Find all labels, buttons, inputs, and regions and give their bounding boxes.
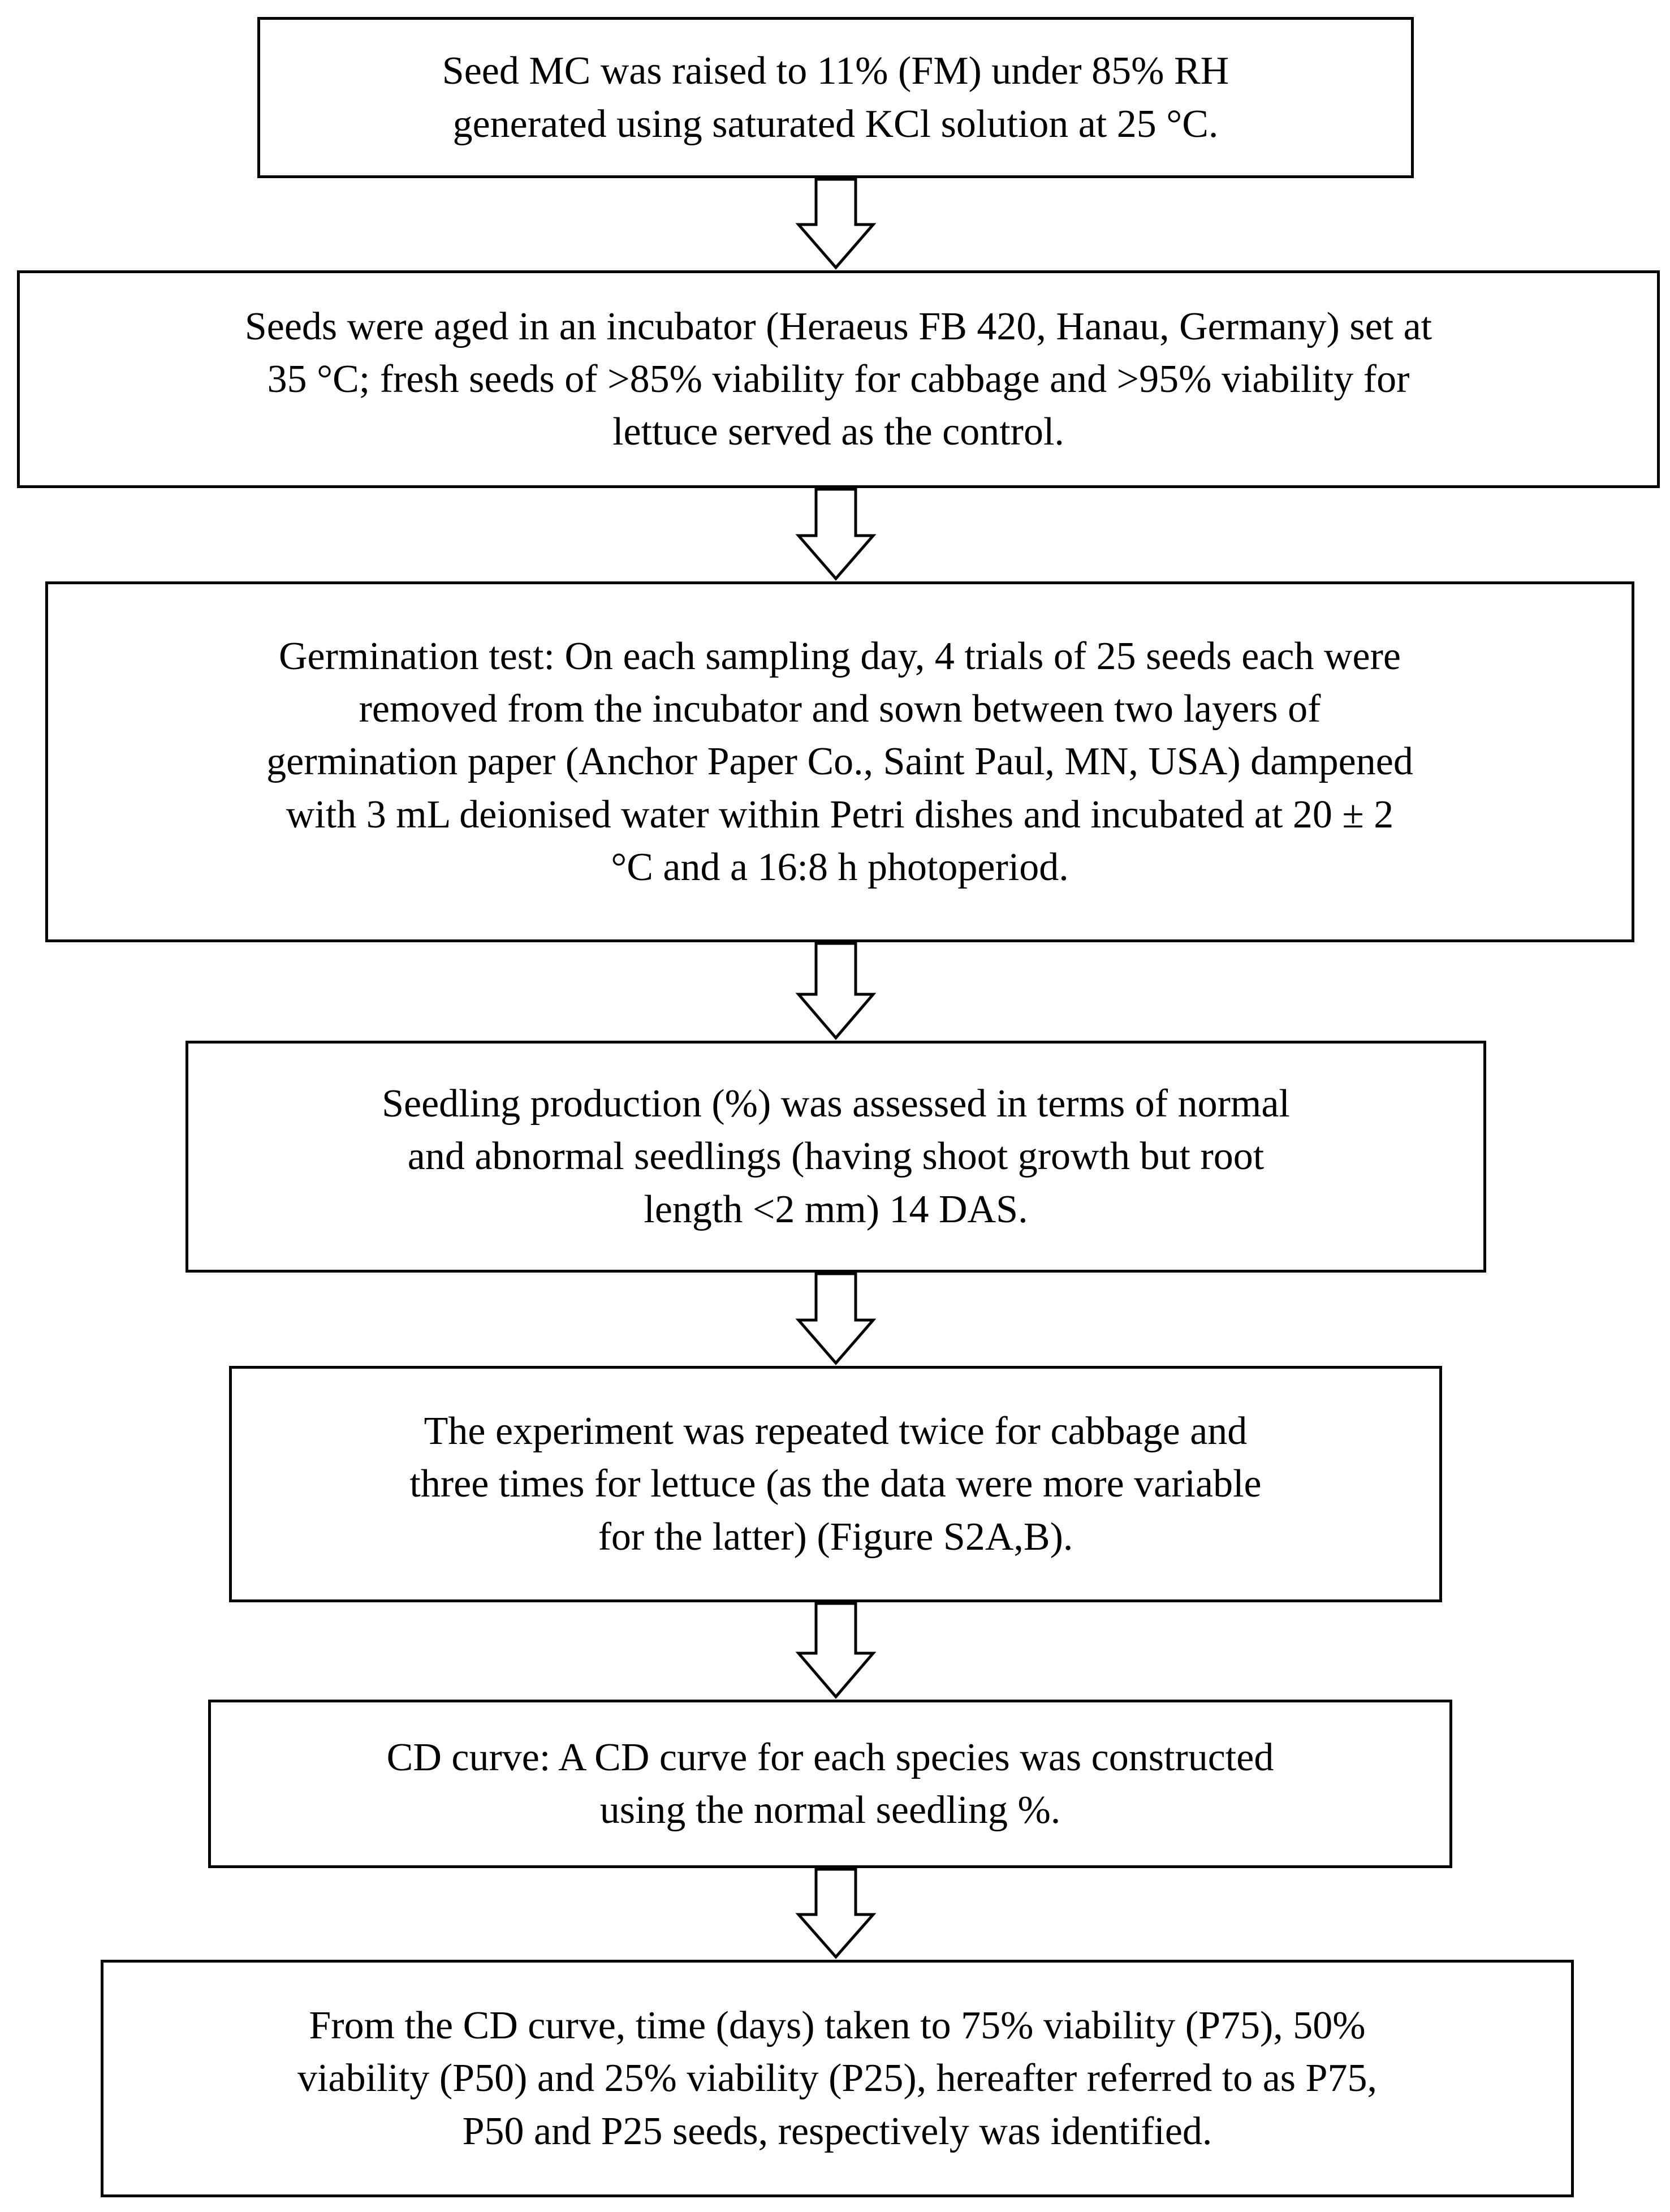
step-box-4: Seedling production (%) was assessed in … [185,1041,1486,1273]
step-6-text: CD curve: A CD curve for each species wa… [386,1735,1274,1832]
down-arrow-icon [795,942,877,1040]
step-1-text: Seed MC was raised to 11% (FM) under 85%… [442,49,1229,146]
step-2-text: Seeds were aged in an incubator (Heraeus… [244,304,1432,454]
step-7-text: From the CD curve, time (days) taken to … [297,2004,1377,2153]
down-arrow-icon [795,1868,877,1959]
down-arrow-icon [795,1272,877,1365]
down-arrow-icon [795,488,877,581]
step-box-1: Seed MC was raised to 11% (FM) under 85%… [257,17,1414,178]
step-5-text: The experiment was repeated twice for ca… [409,1409,1262,1559]
step-box-2: Seeds were aged in an incubator (Heraeus… [17,270,1660,488]
step-3-text: Germination test: On each sampling day, … [266,635,1413,889]
down-arrow-icon [795,1602,877,1699]
step-box-7: From the CD curve, time (days) taken to … [101,1960,1574,2197]
down-arrow-icon [795,178,877,270]
step-box-3: Germination test: On each sampling day, … [45,581,1634,942]
step-4-text: Seedling production (%) was assessed in … [382,1082,1290,1231]
step-box-6: CD curve: A CD curve for each species wa… [208,1700,1452,1868]
step-box-5: The experiment was repeated twice for ca… [229,1366,1442,1602]
